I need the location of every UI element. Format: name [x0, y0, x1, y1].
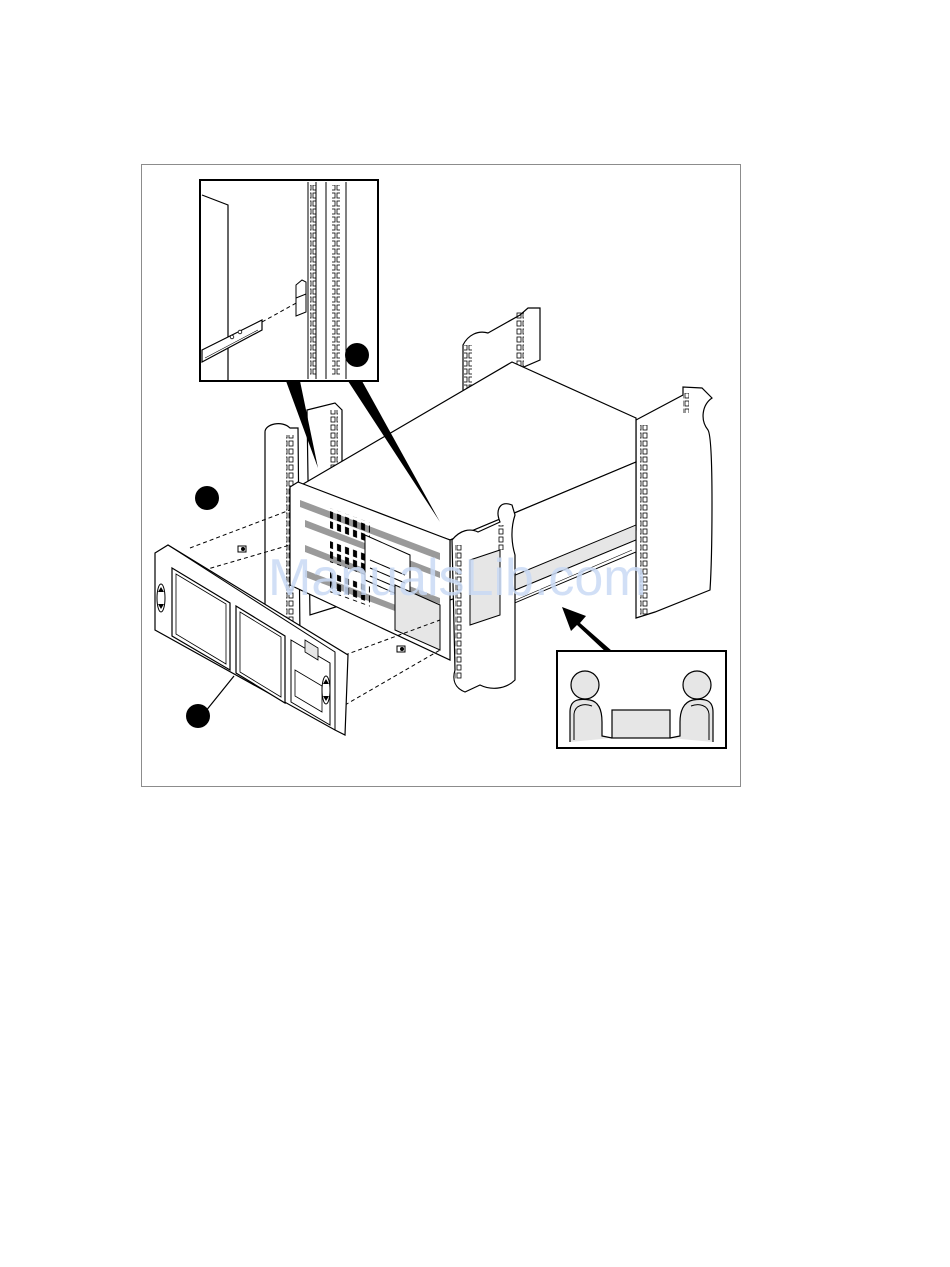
bezel-latch-left-icon — [157, 584, 165, 612]
arrow-icon — [562, 607, 612, 654]
callout-1-rail-detail — [345, 343, 369, 367]
callout-3-bezel — [186, 704, 210, 728]
two-person-lift-inset — [557, 651, 726, 748]
screw-bottom — [397, 646, 405, 652]
screw-top — [238, 546, 246, 552]
watermark-text: ManualsLib.com — [268, 548, 647, 608]
server-box — [612, 710, 670, 738]
bezel-leader-line — [205, 676, 234, 712]
callout-2-screws — [195, 486, 219, 510]
bezel-latch-right-icon — [322, 676, 330, 704]
rack-post-right — [636, 387, 712, 618]
